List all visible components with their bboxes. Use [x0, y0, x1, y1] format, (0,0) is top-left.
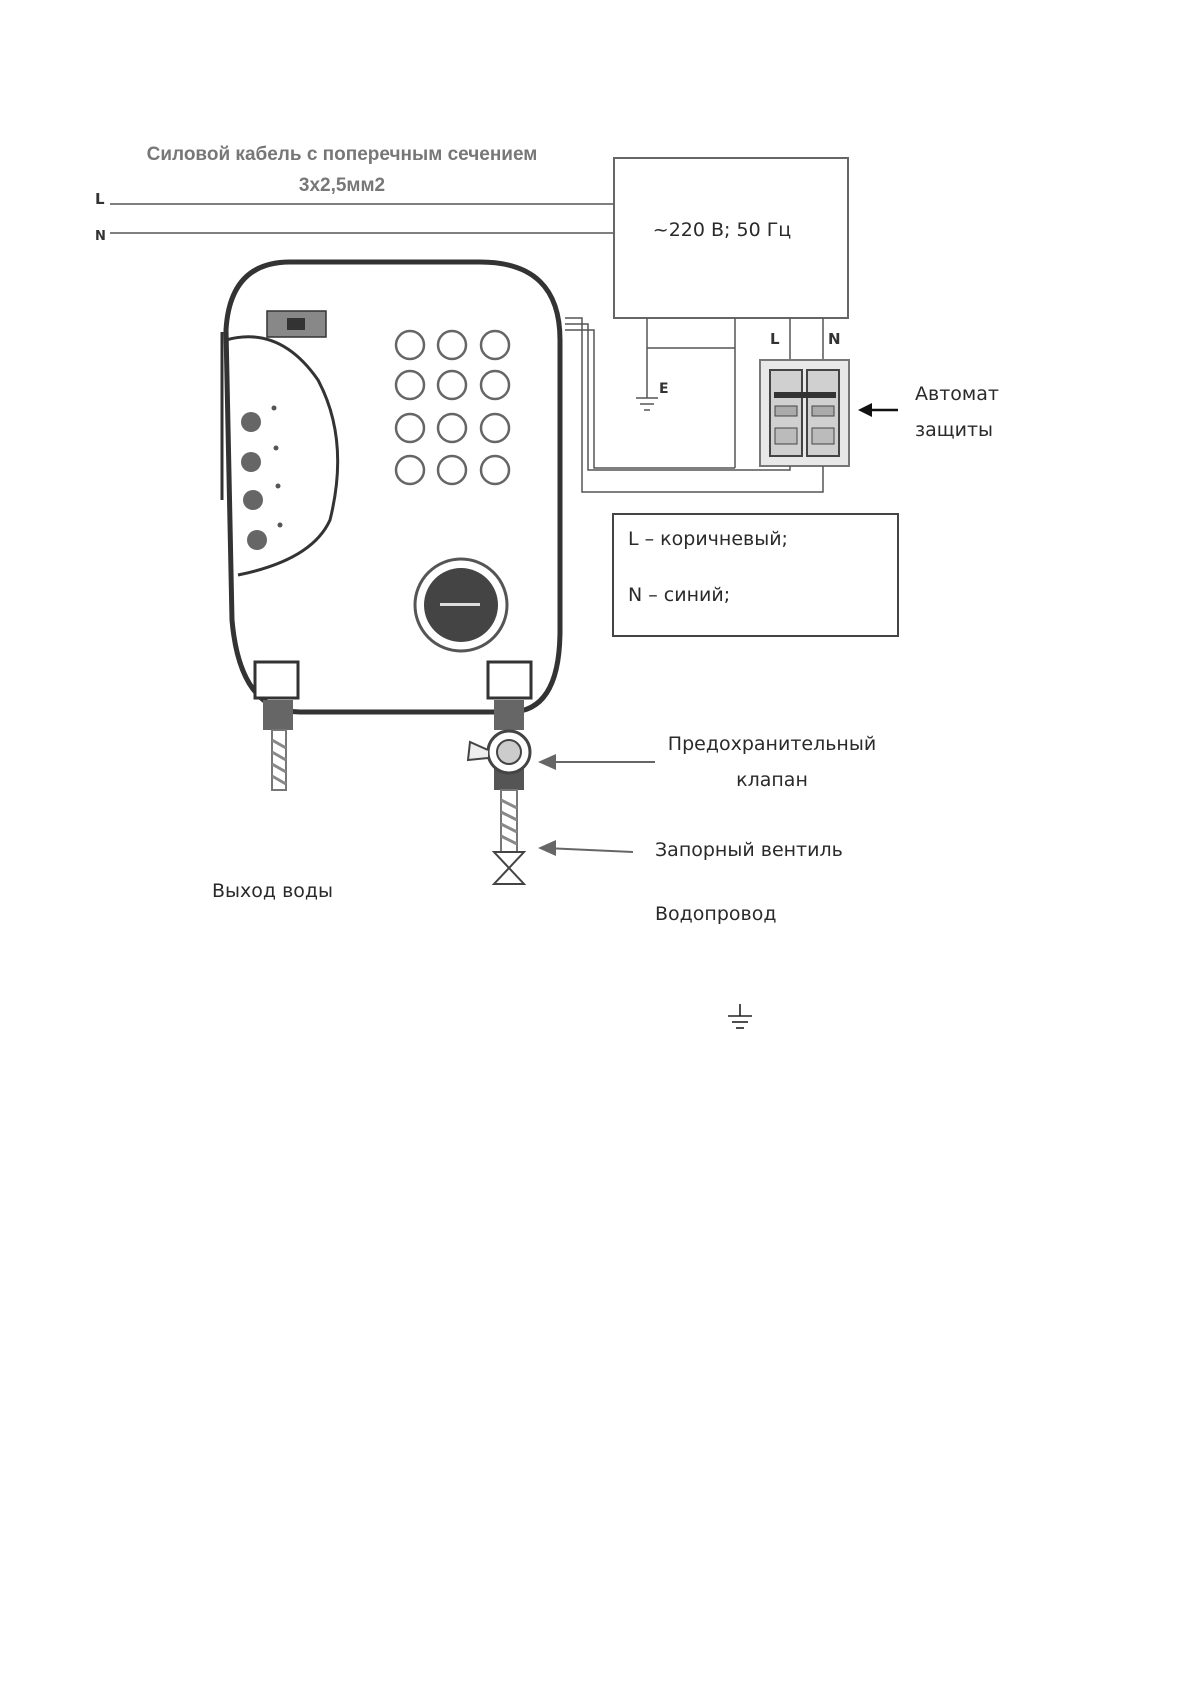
breaker-arrow-icon	[858, 403, 898, 417]
outlet-pipe	[263, 700, 293, 790]
wire-l-label: L	[95, 190, 105, 208]
heater-knob	[241, 452, 261, 472]
shutoff-valve-arrow-icon	[538, 840, 633, 856]
safety-valve-label-line2: клапан	[736, 769, 808, 791]
supply-voltage-label: ~220 В; 50 Гц	[653, 219, 792, 241]
legend-n-blue: N – синий;	[628, 584, 730, 606]
shutoff-valve-label: Запорный вентиль	[655, 839, 843, 861]
breaker-label-line1: Автомат	[915, 383, 999, 405]
terminal-l-label: L	[770, 330, 780, 348]
earth-connection	[636, 318, 735, 468]
inlet-pipe	[494, 700, 524, 852]
safety-valve-label-line1: Предохранительный	[668, 733, 876, 755]
water-outlet-label: Выход воды	[212, 880, 333, 902]
safety-valve-arrow-icon	[538, 754, 655, 770]
heater-knob	[241, 412, 261, 432]
shutoff-valve-icon	[494, 852, 524, 884]
safety-valve-icon	[468, 731, 530, 773]
earth-label: E	[659, 381, 669, 397]
heater-knob	[247, 530, 267, 550]
cable-title: Силовой кабель с поперечным сечением	[147, 144, 538, 165]
breaker-label-line2: защиты	[915, 419, 993, 441]
water-heater-unit	[222, 262, 560, 712]
ground-symbol-icon	[728, 1004, 752, 1028]
cable-cross-section: 3x2,5мм2	[299, 175, 385, 196]
heater-knob	[243, 490, 263, 510]
terminal-n-label: N	[828, 330, 841, 348]
wire-n-label: N	[95, 229, 106, 244]
circuit-breaker	[760, 360, 849, 466]
legend-l-brown: L – коричневый;	[628, 528, 788, 550]
water-supply-label: Водопровод	[655, 903, 777, 925]
